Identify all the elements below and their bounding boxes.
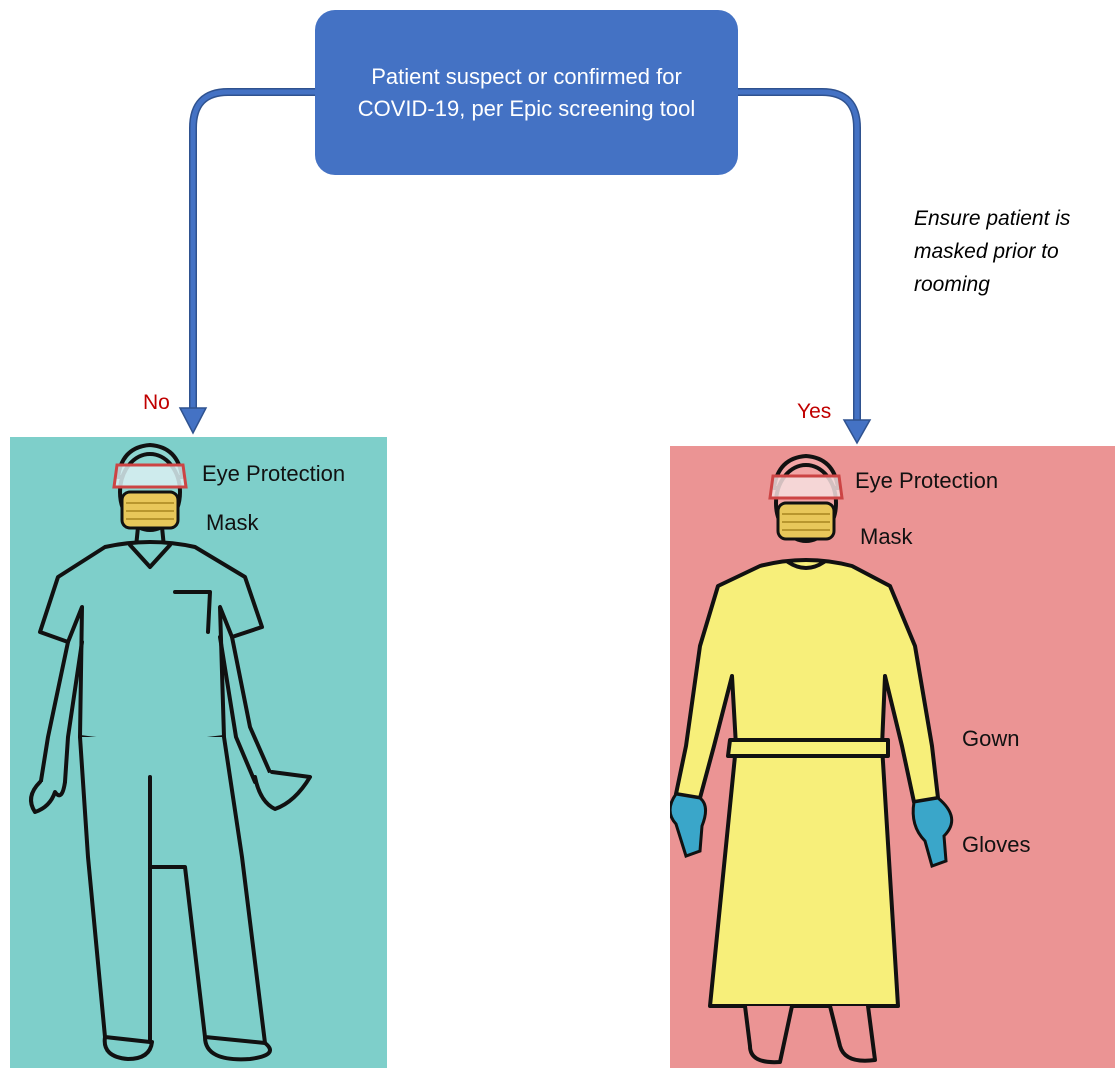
yes-label: Yes (797, 400, 832, 423)
yes-gloves-label: Gloves (962, 832, 1031, 857)
decision-text: Patient suspect or confirmed for COVID-1… (357, 63, 696, 121)
scrubs-figure (10, 437, 387, 1068)
gowned-figure (668, 446, 1115, 1068)
no-eye-protection-label: Eye Protection (202, 461, 346, 486)
masking-note: Ensure patient is masked prior to roomin… (914, 207, 1071, 296)
covid-ppe-panel: Eye Protection Mask Gown Gloves (668, 446, 1115, 1068)
yes-connector (738, 88, 861, 425)
yes-eye-protection-label: Eye Protection (855, 468, 999, 493)
yes-arrowhead (842, 419, 872, 445)
no-arrowhead (178, 407, 208, 435)
no-connector (189, 88, 315, 415)
standard-ppe-panel: Eye Protection Mask (10, 437, 387, 1068)
no-mask-label: Mask (206, 510, 259, 535)
no-label: No (143, 391, 170, 414)
yes-mask-label: Mask (860, 524, 913, 549)
decision-box: Patient suspect or confirmed for COVID-1… (315, 10, 738, 175)
yes-gown-label: Gown (962, 726, 1020, 751)
